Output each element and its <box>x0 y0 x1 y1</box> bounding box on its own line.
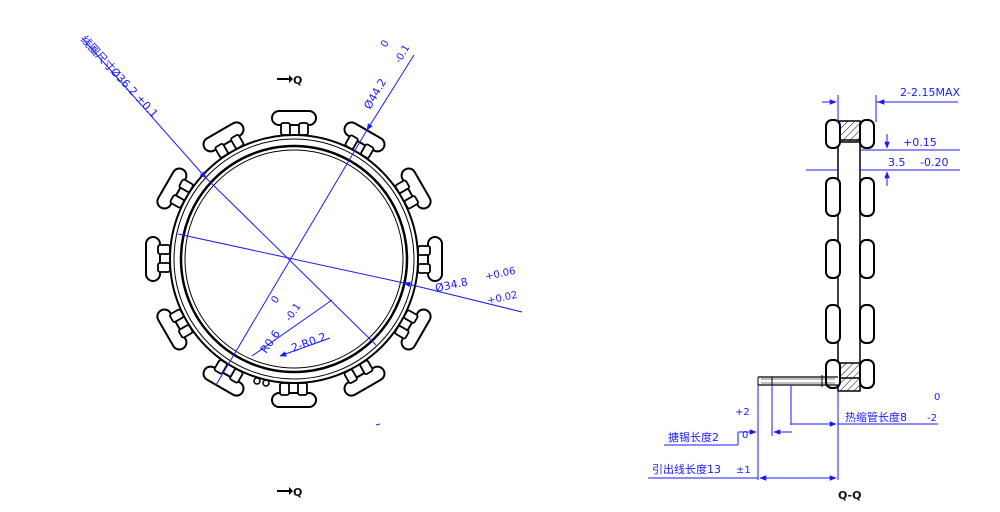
section-pad-left <box>825 304 841 344</box>
section-pad-left <box>825 239 841 279</box>
terminal-pad <box>145 236 171 282</box>
ring-inner-edge <box>179 144 409 374</box>
dim-outer-diameter: Ø44.2 <box>361 76 389 111</box>
terminal-pad <box>271 382 317 408</box>
dim-tinning: 搪锡长度2 <box>668 430 719 444</box>
dim-gap: 2-2.15MAX <box>900 86 960 99</box>
dimension-lines <box>81 37 523 386</box>
ring-outer-edge <box>169 134 419 384</box>
section-view-title: Q-Q <box>838 489 861 502</box>
dim-heat-shrink-tol-upper: 0 <box>934 392 940 403</box>
section-pads <box>825 119 875 389</box>
section-marker-bottom: Q <box>277 486 302 499</box>
dim-thickness: 3.5 <box>888 156 906 169</box>
dim-thickness-tol-lower: -0.20 <box>920 156 948 169</box>
dim-hole-size: 线圈尺寸Ø36.2 ±0.1 <box>78 32 161 120</box>
ring-outer-edge-2 <box>173 138 415 380</box>
section-bottom-hatch <box>837 362 861 392</box>
dim-tinning-tol-lower: 0 <box>742 430 748 441</box>
front-view: Q Q 线圈尺寸Ø36.2 ±0.1 Ø44.2 <box>78 32 523 499</box>
section-pad-left <box>825 119 841 149</box>
dim-radius-tol-upper: 0 <box>269 294 282 306</box>
dim-outer-tol-upper: 0 <box>379 38 392 49</box>
ring-inner-edge-2 <box>184 149 404 369</box>
terminal-pad <box>417 236 443 282</box>
scan-artifact-1 <box>375 423 381 426</box>
terminal-pad <box>202 359 245 397</box>
dim-radius: R0.6 <box>258 328 283 356</box>
dim-inner-tol-lower: +0.02 <box>486 290 518 307</box>
dim-radius-2: 2-R0.2 <box>290 330 328 355</box>
dim-tinning-tol-upper: +2 <box>735 407 750 418</box>
section-dimension-lines <box>648 95 960 481</box>
section-pad-right <box>859 304 875 344</box>
section-top-hatch <box>837 120 861 143</box>
section-pad-right <box>859 177 875 217</box>
terminal-group <box>145 110 443 408</box>
section-pad-left <box>825 359 841 389</box>
section-body <box>837 139 861 379</box>
dim-radius-tol-lower: -0.1 <box>283 301 303 323</box>
dim-lead-length: 引出线长度13 <box>652 462 721 476</box>
lead-wire <box>757 375 838 387</box>
dim-lead-length-tol: ±1 <box>736 465 751 476</box>
section-marker-bottom-label: Q <box>293 486 302 499</box>
terminal-pad <box>343 359 386 397</box>
lead-hole-2 <box>262 379 270 387</box>
section-pad-right <box>859 359 875 389</box>
dim-thickness-tol-upper: +0.15 <box>903 136 937 149</box>
section-pad-right <box>859 119 875 149</box>
terminal-pad <box>271 110 317 136</box>
terminal-pad <box>156 308 194 351</box>
dim-inner-tol-upper: +0.06 <box>484 266 516 283</box>
section-marker-top: Q <box>277 74 302 87</box>
section-marker-top-label: Q <box>293 74 302 87</box>
terminal-pad <box>156 167 194 210</box>
dim-heat-shrink-tol-lower: -2 <box>927 413 937 424</box>
section-pad-left <box>825 177 841 217</box>
section-view: 2-2.15MAX +0.15 3.5 -0.20 搪锡长度2 +2 0 热缩管… <box>648 86 960 502</box>
section-pad-right <box>859 239 875 279</box>
lead-hole-1 <box>253 377 261 385</box>
dim-heat-shrink: 热缩管长度8 <box>845 410 907 424</box>
terminal-pad <box>343 121 386 159</box>
